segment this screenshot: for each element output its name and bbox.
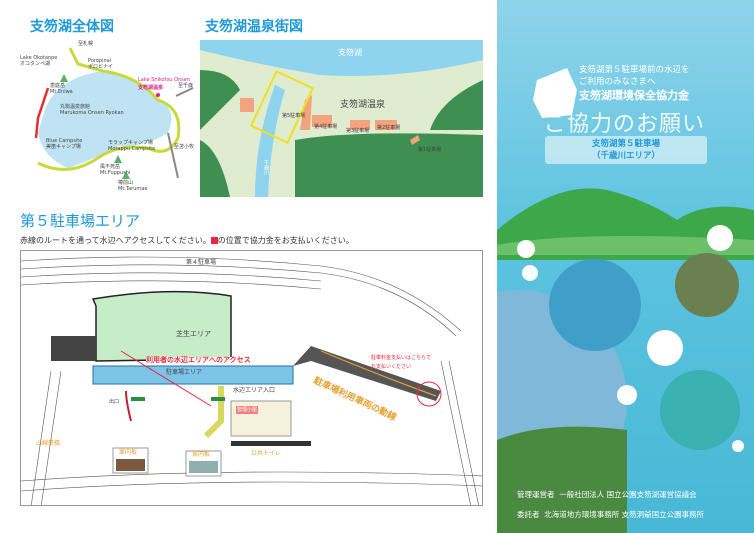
decor-bubble [522, 265, 538, 281]
operator-line: 管理運営者 一般社団法人 国立公園支笏湖運営協議会 [517, 489, 697, 500]
map-label: 至札幌 [78, 41, 94, 47]
lot-label: 第3駐車場 [346, 128, 370, 134]
cover-art [497, 68, 754, 533]
map-label: Morappu Campsite [108, 146, 156, 152]
cover-line: ご利用のみなさまへ [579, 77, 656, 87]
decor-bubble [517, 240, 535, 258]
lot-label: 第1駐車場 [418, 147, 442, 153]
map-label: Poropinai [88, 58, 112, 64]
lot-label: 第2駐車場 [377, 125, 401, 131]
consignor-label: 委託者 [517, 510, 540, 519]
overall-map[interactable]: 至札幌 Lake Okotanpe オコタンペ湖 Poropinai ポロピナイ… [8, 38, 198, 193]
plan-label-hut: 管理小屋 [236, 406, 259, 414]
cover-headline: ご協力のお願い [544, 112, 706, 137]
plan-label-restroom: 公共トイレ [251, 450, 282, 457]
section-title: 第５駐車場エリア [20, 212, 141, 230]
plan-label-board: 案内板 [192, 451, 211, 458]
map-label: Mt.Tarumae [118, 186, 148, 192]
instruction-text: 赤線のルートを通って水辺へアクセスしてください。 [20, 236, 211, 245]
cover-line: 支笏湖環境保全協力金 [579, 89, 689, 102]
map-label: オコタンペ湖 [20, 61, 51, 67]
map-label: モラップキャンプ場 [108, 140, 153, 146]
map-label: 至千歳 [178, 83, 194, 89]
plan-label-top-lot: 第４駐車場 [186, 259, 217, 266]
map-label: Mt.Eniwa [50, 89, 73, 95]
decor-bubble [617, 385, 637, 405]
cover-line: 支笏湖第５駐車場前の水辺を [579, 65, 690, 75]
location-name: 支笏湖第５駐車場 [591, 139, 660, 149]
instruction-text: の位置で協力金をお支払いください。 [217, 236, 354, 245]
lake-map-graphic [34, 47, 194, 179]
plan-label-exit: 出口 [109, 399, 120, 405]
operator-label: 管理運営者 [517, 490, 555, 499]
plan-label-bridge: 山線鉄橋 [36, 440, 61, 447]
plan-pay-note: 駐車料金支払いはこちらで [371, 355, 431, 361]
river-label: 千歳川 [263, 160, 269, 175]
town-label: 支笏湖温泉 [340, 100, 386, 110]
lot-label: 第4駐車場 [314, 124, 338, 130]
map-label: 風不死岳 [100, 164, 121, 170]
town-map[interactable]: 支笏湖 支笏湖温泉 千歳川 第5駐車場 第4駐車場 第3駐車場 第2駐車場 第1… [200, 40, 483, 197]
cover-intro: 支笏湖第５駐車場前の水辺を ご利用のみなさまへ 支笏湖環境保全協力金 [579, 64, 690, 103]
section-instruction: 赤線のルートを通って水辺へアクセスしてください。の位置で協力金をお支払いください… [20, 235, 354, 246]
decor-bubble [707, 225, 733, 251]
map-label: 樽前山 [118, 180, 134, 186]
plan-pay-note: お支払いください [371, 364, 412, 370]
decor-bubble [647, 330, 683, 366]
map-label: 恵庭岳 [50, 83, 66, 89]
map-label: Mt.Fuppushi [100, 170, 131, 176]
parking-plan[interactable]: 第４駐車場 芝生エリア 利用者の水辺エリアへのアクセス 駐車場エリア 水辺エリア… [20, 250, 483, 506]
overall-map-title: 支笏湖全体図 [30, 19, 114, 35]
plan-drawing [21, 256, 482, 505]
decor-bubble [732, 440, 744, 452]
plan-label-parking: 駐車場エリア [166, 369, 203, 376]
consignor-line: 委託者 北海道地方環境事務所 支笏洞爺国立公園事務所 [517, 509, 704, 520]
location-area: （千歳川エリア） [591, 151, 660, 161]
consignor-name: 北海道地方環境事務所 支笏洞爺国立公園事務所 [544, 510, 705, 519]
lake-label: 支笏湖 [338, 48, 362, 57]
plan-label-waterside: 水辺エリア入口 [233, 387, 276, 394]
lot-label: 第5駐車場 [282, 113, 306, 119]
map-label: 美笛キャンプ場 [46, 144, 81, 150]
map-label: Lake Shikotsu Onsen [138, 77, 191, 83]
plan-label-board: 案内板 [119, 449, 138, 456]
operator-name: 一般社団法人 国立公園支笏湖運営協議会 [559, 490, 697, 499]
cover-panel: 支笏湖第５駐車場前の水辺を ご利用のみなさまへ 支笏湖環境保全協力金 ご協力のお… [497, 0, 754, 533]
plan-label-lawn: 芝生エリア [176, 330, 211, 338]
town-map-title: 支笏湖温泉街図 [205, 19, 303, 35]
payment-marker-icon [210, 237, 218, 244]
map-label: 至苫小牧 [174, 144, 195, 150]
map-label: Blue Campsite [46, 138, 83, 144]
cover-location-box: 支笏湖第５駐車場 （千歳川エリア） [545, 136, 707, 164]
map-label: 丸駒温泉旅館 [60, 104, 91, 110]
town-map-graphic [200, 40, 483, 197]
map-label: Marukoma Onsen Ryokan [60, 110, 124, 116]
map-label: ポロピナイ [88, 64, 114, 70]
plan-label-access: 利用者の水辺エリアへのアクセス [146, 356, 251, 364]
map-label: 支笏湖温泉 [138, 85, 164, 91]
map-label: Lake Okotanpe [20, 55, 58, 61]
